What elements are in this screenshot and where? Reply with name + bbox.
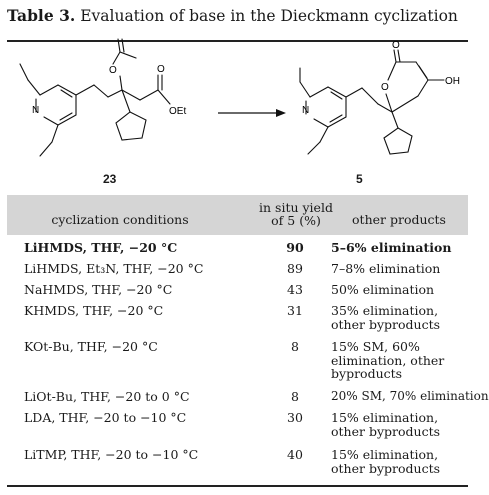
header-conditions: cyclization conditions — [51, 212, 189, 227]
header-yield: in situ yield of 5 (%) — [248, 201, 344, 227]
cell-conditions: LiTMP, THF, −20 to −10 °C — [24, 447, 199, 462]
cell-conditions: LiHMDS, Et₃N, THF, −20 °C — [24, 261, 204, 276]
table-header — [7, 195, 468, 235]
compound-label-5: 5 — [356, 172, 363, 186]
cell-conditions: NaHMDS, THF, −20 °C — [24, 282, 173, 297]
cell-conditions: LiOt-Bu, THF, −20 to 0 °C — [24, 389, 190, 404]
cell-yield: 8 — [291, 389, 299, 404]
cell-yield: 31 — [287, 303, 303, 318]
oh-label: OH — [445, 76, 460, 87]
cell-other: 15% elimination, other byproducts — [331, 410, 441, 439]
cell-conditions: LiHMDS, THF, −20 °C — [24, 240, 178, 255]
oxygen-label-acetate: O — [109, 65, 117, 76]
cell-conditions: LDA, THF, −20 to −10 °C — [24, 410, 187, 425]
nitrogen-label-left: N — [32, 105, 39, 116]
cell-yield: 8 — [291, 339, 299, 354]
cell-other: 20% SM, 70% elimination — [331, 389, 489, 403]
cell-yield: 90 — [286, 240, 304, 255]
oxygen-label-ring: O — [381, 82, 389, 93]
oxygen-label-carbonyl: O — [157, 64, 165, 75]
cell-conditions: KOt-Bu, THF, −20 °C — [24, 339, 158, 354]
cell-yield: 30 — [287, 410, 303, 425]
table-label: Table 3. — [7, 6, 76, 25]
header-yield-line1: in situ yield — [259, 200, 333, 215]
oet-label: OEt — [169, 106, 186, 117]
cell-yield: 43 — [287, 282, 303, 297]
cell-other: 50% elimination — [331, 282, 435, 297]
oxygen-label-lactone: O — [392, 40, 400, 51]
cell-other: 15% elimination, other byproducts — [331, 447, 441, 476]
top-rule — [7, 40, 468, 42]
cell-other: 7–8% elimination — [331, 261, 441, 276]
compound-label-23: 23 — [103, 172, 117, 186]
nitrogen-label-right: N — [302, 105, 309, 116]
table-caption: Evaluation of base in the Dieckmann cycl… — [75, 7, 458, 25]
table-title: Table 3. Evaluation of base in the Dieck… — [7, 6, 458, 25]
reaction-arrow — [218, 109, 286, 117]
header-yield-line2: of 5 (%) — [271, 213, 321, 228]
header-other: other products — [352, 212, 446, 227]
cell-other: 5–6% elimination — [331, 240, 452, 255]
cell-other: 35% elimination, other byproducts — [331, 303, 441, 332]
cell-yield: 40 — [287, 447, 303, 462]
cell-conditions: KHMDS, THF, −20 °C — [24, 303, 164, 318]
cell-other: 15% SM, 60% elimination, other byproduct… — [331, 339, 445, 381]
pyridine-ring-right — [305, 86, 347, 128]
reaction-scheme: N O O OEt — [19, 38, 460, 157]
bottom-rule — [7, 485, 468, 487]
cell-yield: 89 — [287, 261, 303, 276]
pyridine-ring-left — [35, 84, 77, 126]
